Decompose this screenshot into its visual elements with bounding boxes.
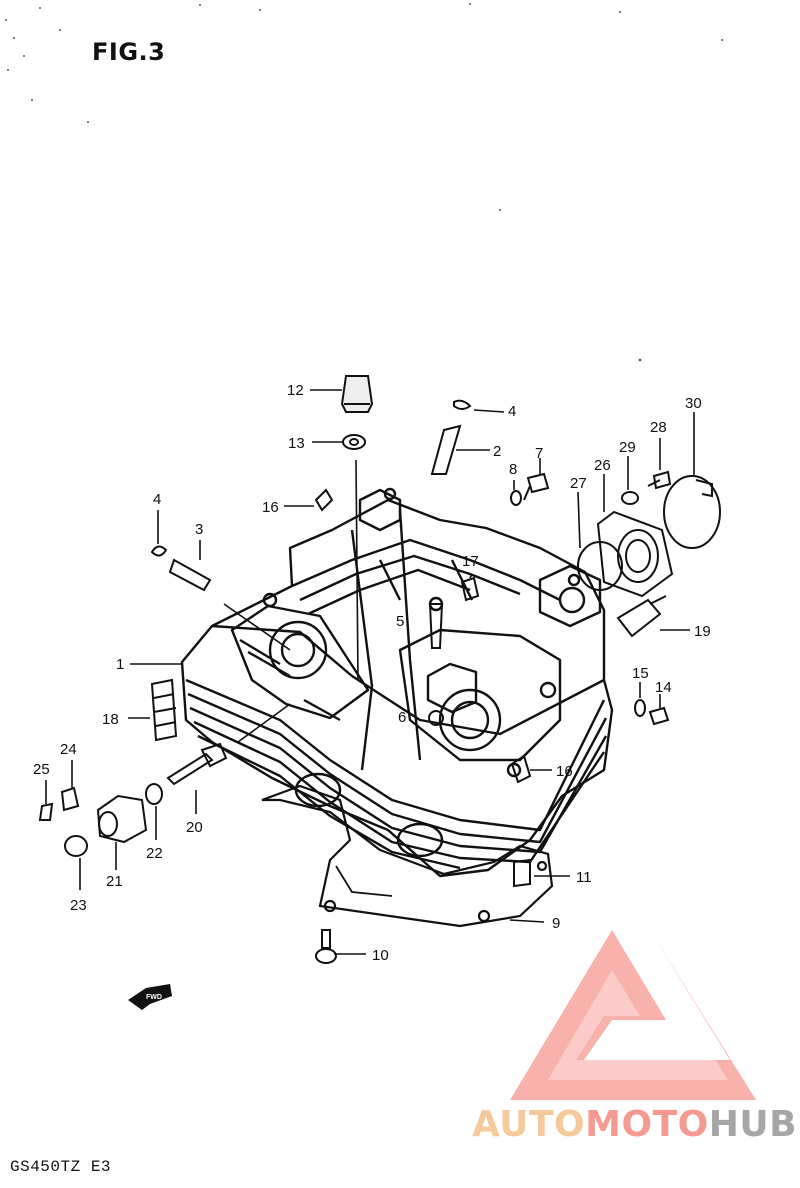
part-20-tach-gear	[166, 752, 214, 786]
watermark-brand: AUTOMOTOHUB	[472, 1104, 797, 1145]
part-2-guide	[430, 424, 462, 475]
callout-16-right: 16	[556, 763, 573, 780]
part-15-oring	[634, 699, 646, 717]
watermark-auto: AUTO	[472, 1104, 586, 1145]
callout-26: 26	[594, 457, 611, 474]
scan-speckle	[5, 3, 723, 362]
callout-21: 21	[106, 873, 123, 890]
part-12-cap-nut	[340, 375, 374, 413]
callout-27: 27	[570, 475, 587, 492]
part-16-clip-top	[314, 488, 334, 512]
model-code: GS450TZ E3	[10, 1158, 112, 1176]
callout-6: 6	[398, 709, 406, 726]
part-19-sensor	[616, 598, 662, 638]
callout-14: 14	[655, 679, 672, 696]
fwd-arrow-label: FWD	[146, 994, 162, 1001]
figure-title: FIG.3	[92, 38, 166, 66]
callout-7: 7	[535, 445, 543, 462]
leader-lines	[45, 389, 695, 955]
callout-20: 20	[186, 819, 203, 836]
part-22-oring	[145, 783, 163, 805]
fwd-arrow: FWD	[128, 984, 172, 1010]
cylinder-head	[180, 487, 614, 878]
head-gasket	[261, 784, 554, 928]
callout-5: 5	[396, 613, 404, 630]
part-3-guide-left	[168, 558, 212, 592]
callout-22: 22	[146, 845, 163, 862]
callout-15: 15	[632, 665, 649, 682]
callout-12: 12	[287, 382, 304, 399]
part-8-washer	[510, 490, 522, 506]
callout-8: 8	[509, 461, 517, 478]
callout-28: 28	[650, 419, 667, 436]
callout-1: 1	[116, 656, 124, 673]
callout-30: 30	[685, 395, 702, 412]
part-14-screw	[648, 706, 670, 726]
callout-4-top: 4	[508, 403, 516, 420]
part-4-ring-left	[150, 545, 168, 557]
callout-17: 17	[462, 553, 479, 570]
part-5-stud	[428, 603, 444, 649]
part-11-dowel	[513, 858, 531, 888]
part-28-screw	[652, 470, 672, 490]
callout-labels: 1 2 3 4 4 5 6 7 8 9 10 11 12 13 14 15 16…	[33, 382, 711, 964]
triangle-m-logo-icon	[510, 930, 756, 1100]
part-17-block	[460, 576, 480, 602]
part-10-bolt	[321, 929, 331, 949]
callout-10: 10	[372, 947, 389, 964]
callout-24: 24	[60, 741, 77, 758]
callout-19: 19	[694, 623, 711, 640]
callout-13: 13	[288, 435, 305, 452]
callout-9: 9	[552, 915, 560, 932]
callout-23: 23	[70, 897, 87, 914]
callout-11: 11	[576, 869, 592, 886]
part-25-screw	[38, 802, 54, 821]
part-18-grommets	[150, 678, 178, 742]
part-24-plate	[60, 786, 80, 812]
part-27-oring	[577, 541, 623, 591]
part-6-cap-bolt	[428, 710, 444, 726]
callout-4-left: 4	[153, 491, 161, 508]
part-21-housing	[96, 794, 148, 844]
callout-18: 18	[102, 711, 119, 728]
part-7-bolt	[526, 472, 550, 494]
part-26-intake-pipe	[596, 510, 674, 598]
callout-2: 2	[493, 443, 501, 460]
part-30-clamp	[663, 475, 721, 549]
part-4-clip-top	[453, 399, 472, 410]
callout-29: 29	[619, 439, 636, 456]
watermark-hub: HUB	[708, 1104, 798, 1145]
callout-25: 25	[33, 761, 50, 778]
parts	[38, 375, 721, 964]
part-23-plug	[64, 835, 88, 857]
part-29-washer	[621, 491, 639, 505]
part-16-clip-right	[510, 754, 532, 784]
callout-16-top: 16	[262, 499, 279, 516]
watermark-moto: MOTO	[585, 1104, 709, 1145]
callout-3: 3	[195, 521, 203, 538]
part-13-washer	[342, 434, 366, 450]
